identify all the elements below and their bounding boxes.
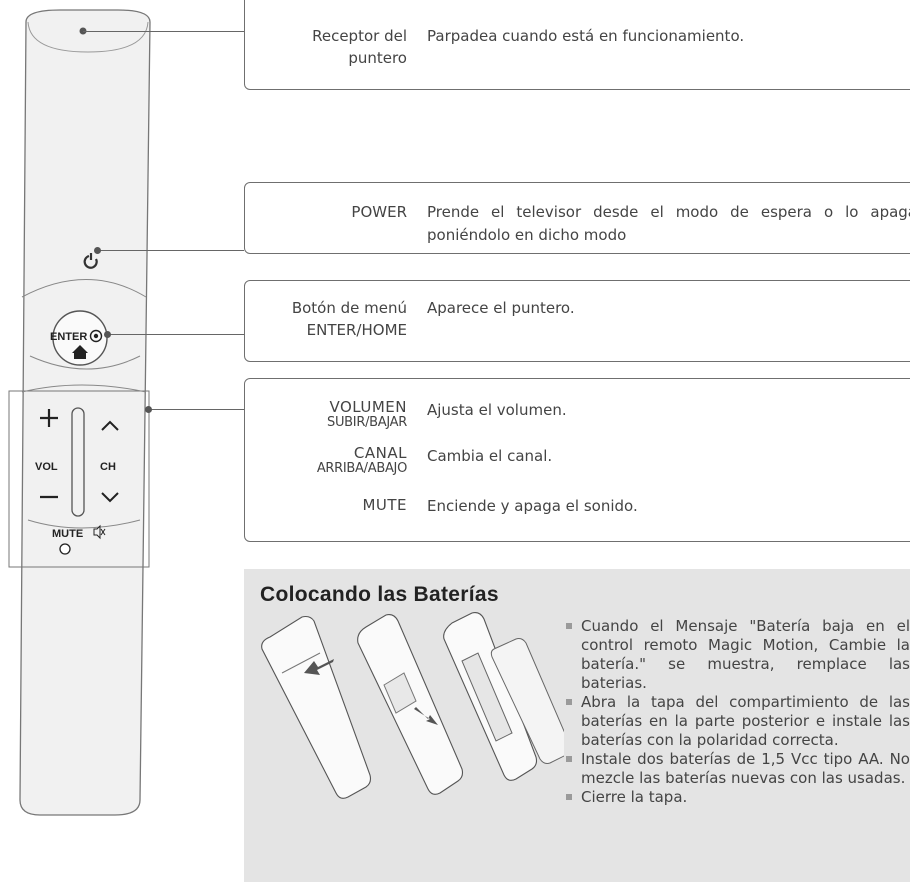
- leader-line-enter: [108, 334, 244, 335]
- callout-label-line: ENTER/HOME: [306, 321, 407, 339]
- callout-power: POWER Prende el televisor desde el modo …: [244, 182, 910, 254]
- callout-label: Receptor del puntero: [245, 25, 407, 69]
- leader-line-pointer-2: [233, 31, 244, 32]
- callout-enter-home: Botón de menú ENTER/HOME Aparece el punt…: [244, 280, 910, 362]
- home-icon: [72, 345, 88, 359]
- remote-back-step-2: [357, 614, 464, 795]
- battery-instructions-list: Cuando el Mensaje "Batería baja en el co…: [564, 617, 910, 807]
- callout-label-line: Botón de menú: [291, 299, 407, 317]
- vol-label: VOL: [35, 461, 58, 473]
- callout-label-line: puntero: [348, 49, 407, 67]
- leader-dot-enter: [104, 331, 111, 338]
- enter-target-icon: [89, 329, 103, 343]
- enter-label: ENTER: [50, 331, 87, 343]
- battery-illustration: [261, 612, 564, 799]
- vol-up-icon[interactable]: [40, 409, 58, 427]
- control-description-mute: Enciende y apaga el sonido.: [427, 497, 638, 515]
- leader-line-pointer: [83, 31, 233, 32]
- remote-top-cap: [27, 21, 149, 53]
- battery-instruction-item: Abra la tapa del compartimiento de las b…: [564, 693, 910, 750]
- ch-up-icon[interactable]: [101, 420, 119, 431]
- arrow-icon: [414, 707, 438, 725]
- leader-dot-controls: [145, 406, 152, 413]
- control-label-main: MUTE: [362, 496, 407, 514]
- remote-illustration: ENTER VOL CH MUTE: [8, 9, 151, 816]
- battery-instruction-item: Instale dos baterías de 1,5 Vcc tipo AA.…: [564, 750, 910, 788]
- callout-controls: VOLUMEN SUBIR/BAJAR Ajusta el volumen. C…: [244, 378, 910, 542]
- control-label-sub: SUBIR/BAJAR: [327, 415, 407, 430]
- callout-label-line: Receptor del: [312, 27, 407, 45]
- callout-description: Parpadea cuando está en funcionamiento.: [427, 27, 745, 45]
- power-icon: [83, 253, 98, 269]
- remote-back-step-1: [261, 615, 372, 799]
- mute-button[interactable]: [59, 543, 71, 555]
- control-description-channel: Cambia el canal.: [427, 447, 553, 465]
- control-description-volume: Ajusta el volumen.: [427, 401, 567, 419]
- leader-line-controls: [149, 409, 244, 410]
- callout-description: Prende el televisor desde el modo de esp…: [427, 203, 910, 244]
- control-label-volume: VOLUMEN SUBIR/BAJAR: [245, 399, 407, 430]
- control-label-main: CANAL: [353, 444, 407, 462]
- battery-instruction-item: Cuando el Mensaje "Batería baja en el co…: [564, 617, 910, 693]
- ch-down-icon[interactable]: [101, 492, 119, 503]
- leader-line-power: [98, 250, 244, 251]
- control-label-mute: MUTE: [245, 497, 407, 514]
- arrow-icon: [304, 659, 334, 675]
- mute-label: MUTE: [52, 528, 83, 540]
- callout-description: Aparece el puntero.: [427, 299, 575, 317]
- vol-ch-panel-frame: [8, 390, 150, 568]
- battery-instruction-item: Cierre la tapa.: [564, 788, 910, 807]
- mute-speaker-icon: [93, 524, 106, 540]
- battery-section: Colocando las Baterías Cuando el Mensaje…: [244, 569, 910, 882]
- control-label-channel: CANAL ARRIBA/ABAJO: [245, 445, 407, 476]
- battery-section-title: Colocando las Baterías: [260, 583, 499, 606]
- remote-back-step-3: [443, 612, 564, 781]
- enter-home-button[interactable]: [52, 310, 108, 366]
- control-label-main: VOLUMEN: [329, 398, 407, 416]
- leader-dot-power: [94, 247, 101, 254]
- callout-label: Botón de menú ENTER/HOME: [245, 297, 407, 341]
- remote-body: [19, 9, 151, 816]
- control-label-sub: ARRIBA/ABAJO: [316, 461, 407, 476]
- callout-pointer-receiver: Receptor del puntero Parpadea cuando est…: [244, 0, 910, 90]
- ch-label: CH: [100, 461, 116, 473]
- callout-label: POWER: [351, 203, 407, 221]
